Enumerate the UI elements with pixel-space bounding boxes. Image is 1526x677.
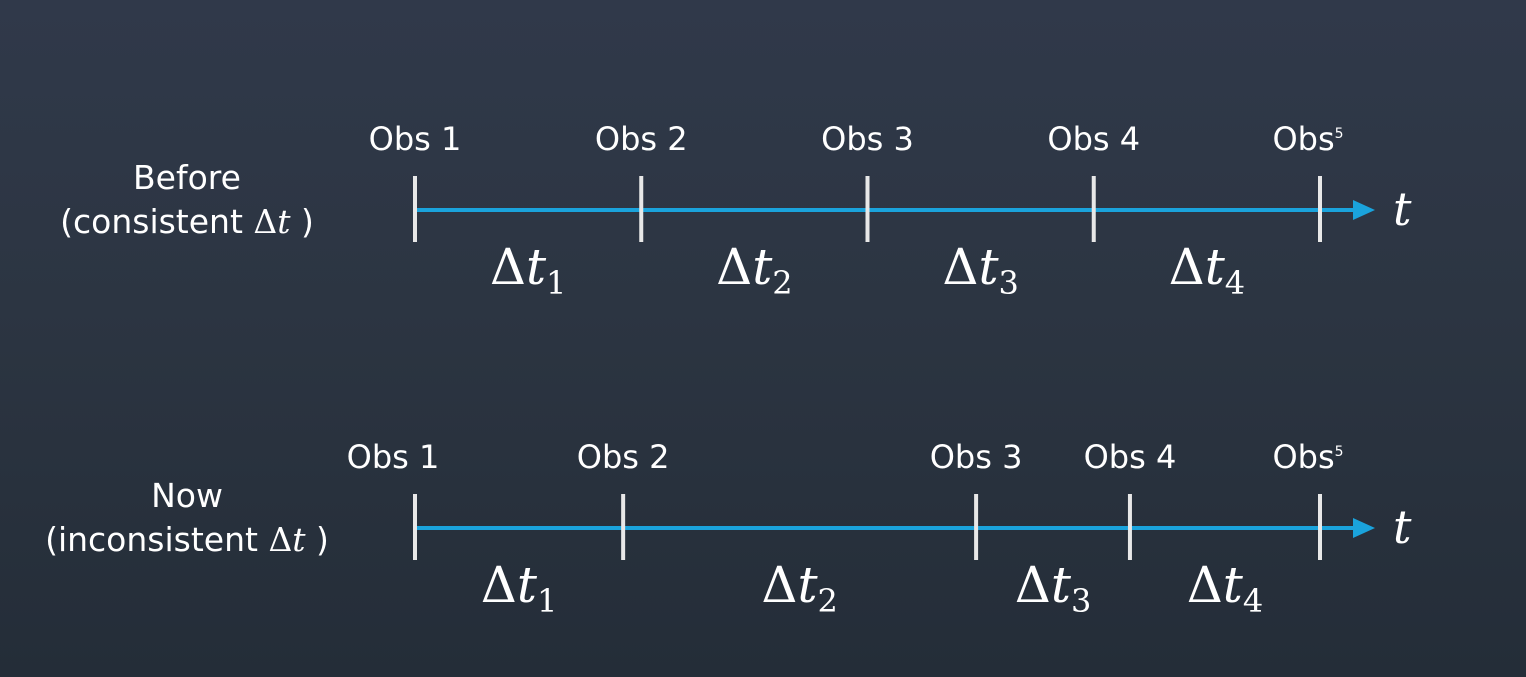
interval-label: Δt4 <box>1187 556 1264 620</box>
interval-label: Δt3 <box>1015 556 1092 620</box>
observation-label: Obs 4 <box>1047 120 1140 158</box>
timeline-row-1: Before (consistent Δt ) t Obs 1 Obs 2 Obs 3 Ob… <box>60 120 1412 302</box>
observation-label: Obs 2 <box>595 120 688 158</box>
interval-label: Δt3 <box>942 238 1019 302</box>
observation-label: Obs 1 <box>347 438 440 476</box>
row-label-subtitle: (inconsistent Δt ) <box>45 520 329 559</box>
arrowhead-icon <box>1353 518 1375 538</box>
interval-label: Δt2 <box>716 238 793 302</box>
observation-label: Obs5 <box>1272 438 1343 476</box>
interval-label: Δt1 <box>490 238 567 302</box>
observation-label: Obs 2 <box>577 438 670 476</box>
interval-label: Δt2 <box>761 556 838 620</box>
row-label-title: Before <box>133 158 241 197</box>
row-label-title: Now <box>151 476 223 515</box>
axis-symbol: t <box>1393 500 1412 554</box>
observation-label: Obs 1 <box>369 120 462 158</box>
observation-label: Obs 3 <box>821 120 914 158</box>
timeline-row-2: Now (inconsistent Δt ) t Obs 1 Obs 2 Obs 3 Obs… <box>45 438 1412 620</box>
axis-symbol: t <box>1393 182 1412 236</box>
arrowhead-icon <box>1353 200 1375 220</box>
interval-label: Δt4 <box>1169 238 1246 302</box>
interval-label: Δt1 <box>481 556 558 620</box>
observation-label: Obs5 <box>1272 120 1343 158</box>
observation-label: Obs 3 <box>930 438 1023 476</box>
row-label-subtitle: (consistent Δt ) <box>60 202 314 241</box>
observation-label: Obs 4 <box>1084 438 1177 476</box>
